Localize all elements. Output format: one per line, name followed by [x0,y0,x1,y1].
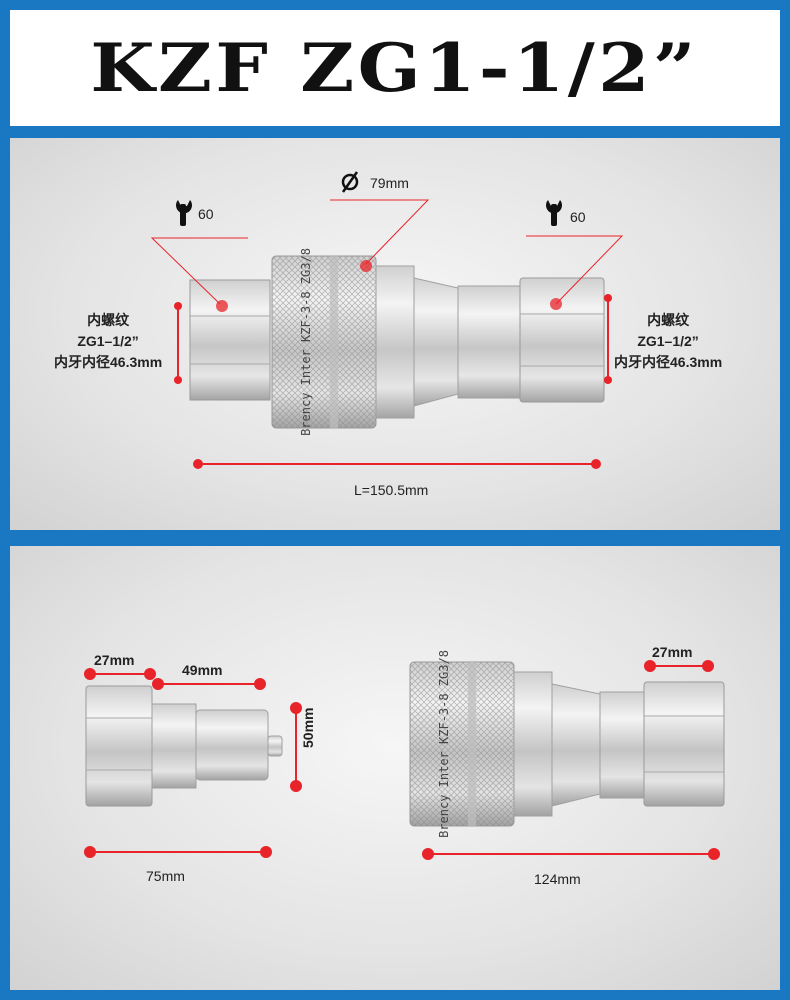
separated-parts-panel: Brency Inter KZF-3-8 ZG3/8 27mm 49mm [10,546,780,990]
length-dimension [193,459,601,469]
socket-hex-width: 27mm [652,644,693,660]
plug-dimensions [84,668,302,858]
thread-spec-left: 内螺纹 ZG1–1/2” 内牙内径46.3mm [54,312,163,370]
plug-hex-width: 27mm [94,652,135,668]
thread-dim-left [174,302,182,384]
assembled-coupling-panel: Brency Inter KZF-3-8 ZG3/8 [10,138,780,530]
socket-sleeve: Brency Inter KZF-3-8 ZG3/8 [271,248,377,436]
plug-body-width: 49mm [182,662,223,678]
plug-total-length: 75mm [146,868,185,884]
diameter-icon [341,171,359,193]
socket-dimensions [422,660,720,860]
plug-part [85,685,283,807]
wrench-size-right: 60 [570,209,586,225]
wrench-icon [175,200,192,226]
pointer-lines [150,199,624,305]
wrench-size-left: 60 [198,206,214,222]
socket-part: Brency Inter KZF-3-8 ZG3/8 [409,650,725,838]
diameter-label: 79mm [370,175,409,191]
socket-body [375,265,521,419]
title-banner: KZF ZG1-1/2” [10,10,780,126]
right-hex-nut [519,277,605,403]
product-title: KZF ZG1-1/2” [90,29,700,107]
left-hex-nut [189,279,271,401]
socket-total-length: 124mm [534,871,581,887]
thread-spec-right: 内螺纹 ZG1–1/2” 内牙内径46.3mm [614,312,723,370]
thread-dim-right [604,294,612,384]
separated-parts-drawing: Brency Inter KZF-3-8 ZG3/8 [84,650,725,860]
socket-engraving: Brency Inter KZF-3-8 ZG3/8 [437,650,451,838]
plug-height: 50mm [300,707,316,748]
pointer-dots [216,260,562,312]
assembled-coupling-drawing: Brency Inter KZF-3-8 ZG3/8 [150,171,624,469]
wrench-icon [545,200,562,226]
length-label: L=150.5mm [354,482,429,498]
socket-engraving: Brency Inter KZF-3-8 ZG3/8 [299,248,313,436]
